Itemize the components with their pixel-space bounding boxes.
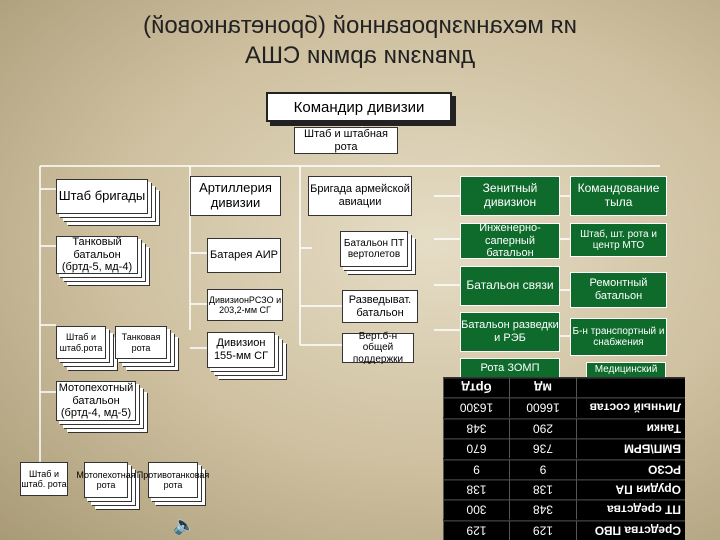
ew-battalion-box: Батальон разведки и РЭБ xyxy=(460,312,560,352)
tank-battalion-label: Танковый батальон (бртд-5, мд-4) xyxy=(61,236,133,274)
mech-company-box: Мотопехотная рота xyxy=(76,462,136,498)
hq-company-box: Штаб и штабная рота xyxy=(294,127,398,154)
tank-battalion-box: Танковый батальон (бртд-5, мд-4) xyxy=(56,236,138,274)
transport-battalion-box: Б-н транспортный и снабжения xyxy=(570,318,667,356)
recon-battalion-box: Разведыват. батальон xyxy=(342,290,418,323)
mech-hq-label: Штаб и штаб. рота xyxy=(21,468,67,489)
table-row-cell-3: Личный состав xyxy=(576,397,685,418)
table-row-cell-1: 129 xyxy=(443,519,509,540)
aviation-brigade-box: Бригада армейской авиации xyxy=(308,176,412,216)
table-row-cell-2: 138 xyxy=(509,478,576,500)
table-row-cell-1: 138 xyxy=(443,478,509,500)
tank-company-label: Танковая рота xyxy=(121,332,161,353)
signal-battalion-label: Батальон связи xyxy=(466,278,554,293)
division-artillery-label: Артиллерия дивизии xyxy=(199,180,272,210)
hq-mto-label: Штаб, шт. рота и центр МТО xyxy=(580,228,657,252)
table-header-row-cell-1: бртд xyxy=(443,377,509,398)
air-defense-battalion-box: Зенитный дивизион xyxy=(460,176,560,216)
general-support-battalion-label: Верт.б-н общей поддержки xyxy=(352,330,404,365)
ew-battalion-label: Батальон разведки и РЭБ xyxy=(461,319,559,344)
table-row-cell-3: Орудия ПА xyxy=(576,478,685,500)
table-row-cell-3: БМП\БРМ xyxy=(576,438,685,459)
repair-battalion-label: Ремонтный батальон xyxy=(589,277,648,302)
table-header-row-cell-2: мд xyxy=(509,377,576,398)
table-row-cell-2: 348 xyxy=(509,499,576,520)
medical-battalion-label: Медицинский xyxy=(594,364,658,376)
radar-battery-box: Батарея АИР xyxy=(207,238,281,273)
recon-battalion-label: Разведыват. батальон xyxy=(348,293,412,319)
mlrs-battalion-box: ДивизионРСЗО и 203,2-мм СГ xyxy=(207,289,283,321)
table-row-cell-1: 348 xyxy=(443,417,509,439)
nbc-company-label: Рота ЗОМП xyxy=(480,361,540,374)
mlrs-battalion-label: ДивизионРСЗО и 203,2-мм СГ xyxy=(208,294,282,315)
brigade-hq-box: Штаб бригады xyxy=(56,179,148,214)
antitank-company-label: Противотанковая рота xyxy=(136,469,210,490)
radar-battery-label: Батарея АИР xyxy=(210,249,278,262)
tank-company-box: Танковая рота xyxy=(115,326,167,359)
division-artillery-box: Артиллерия дивизии xyxy=(190,176,281,216)
battalion-hq-label: Штаб и штаб.рота xyxy=(59,332,103,353)
transport-battalion-label: Б-н транспортный и снабжения xyxy=(572,325,665,349)
table-row-cell-2: 129 xyxy=(509,519,576,540)
table-header-row-cell-3 xyxy=(576,377,685,398)
table-row-cell-2: 9 xyxy=(509,458,576,479)
engineer-battalion-box: Инженерно-саперный батальон xyxy=(460,222,560,260)
mech-hq-box: Штаб и штаб. рота xyxy=(20,462,68,496)
table-row-cell-1: 300 xyxy=(443,499,509,520)
engineer-battalion-label: Инженерно-саперный батальон xyxy=(479,222,541,260)
air-defense-battalion-label: Зенитный дивизион xyxy=(482,181,538,209)
nbc-company-box: Рота ЗОМП xyxy=(460,358,560,378)
table-row-cell-3: Средства ПВО xyxy=(576,519,685,540)
hq-mto-box: Штаб, шт. рота и центр МТО xyxy=(570,223,667,257)
table-row-cell-2: 16600 xyxy=(509,397,576,418)
battalion-hq-box: Штаб и штаб.рота xyxy=(56,326,106,359)
division-commander-box: Командир дивизии xyxy=(266,92,452,122)
rear-command-box: Командование тыла xyxy=(570,176,667,216)
howitzer-battalion-box: Дивизион 155-мм СГ xyxy=(207,332,275,368)
table-row-cell-3: РСЗО xyxy=(576,458,685,479)
howitzer-battalion-label: Дивизион 155-мм СГ xyxy=(213,337,269,362)
table-row-cell-3: Танки xyxy=(576,417,685,439)
rear-command-label: Командование тыла xyxy=(577,181,660,209)
table-row-cell-2: 290 xyxy=(509,417,576,439)
speaker-icon[interactable]: 🔈 xyxy=(173,515,196,535)
mech-company-label: Мотопехотная рота xyxy=(76,469,136,490)
aviation-brigade-label: Бригада армейской авиации xyxy=(310,183,410,208)
table-row-cell-1: 16300 xyxy=(443,397,509,418)
repair-battalion-box: Ремонтный батальон xyxy=(570,272,667,308)
division-commander-label: Командир дивизии xyxy=(293,98,425,116)
signal-battalion-box: Батальон связи xyxy=(460,266,560,306)
medical-battalion-box: Медицинский xyxy=(586,362,666,378)
table-row-cell-2: 736 xyxy=(509,438,576,459)
mech-battalion-label: Мотопехотный батальон (бртд-4, мд-5) xyxy=(58,382,134,420)
attack-helicopter-battalion-label: Батальон ПТ вертолетов xyxy=(343,237,405,261)
table-row-cell-1: 9 xyxy=(443,458,509,479)
antitank-company-box: Противотанковая рота xyxy=(137,462,209,498)
brigade-hq-label: Штаб бригады xyxy=(58,188,146,204)
hq-company-label: Штаб и штабная рота xyxy=(304,127,388,153)
table-row-cell-1: 670 xyxy=(443,438,509,459)
general-support-battalion-box: Верт.б-н общей поддержки xyxy=(342,330,414,365)
attack-helicopter-battalion-box: Батальон ПТ вертолетов xyxy=(340,231,408,267)
mech-battalion-box: Мотопехотный батальон (бртд-4, мд-5) xyxy=(56,381,136,421)
table-row-cell-3: ПТ средства xyxy=(576,499,685,520)
